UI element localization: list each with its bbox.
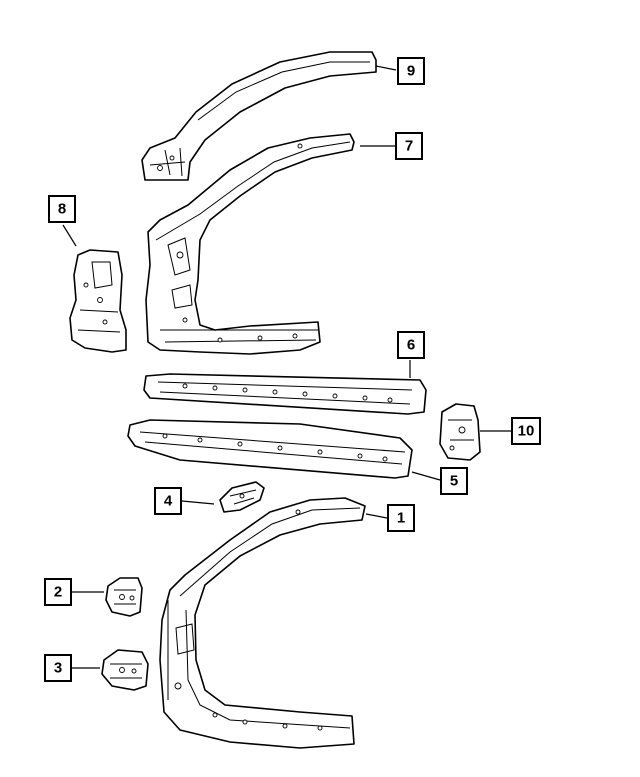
part-2-hinge-bracket [105, 577, 143, 617]
callout-7: 7 [395, 132, 423, 160]
callout-9: 9 [397, 57, 425, 85]
callout-3-label: 3 [54, 660, 62, 677]
leader-1 [365, 513, 388, 519]
part-10-bracket [439, 403, 481, 461]
callout-2-label: 2 [54, 584, 62, 601]
callout-2: 2 [44, 578, 72, 606]
part-8-hinge-pillar-reinforcement [69, 249, 127, 353]
leader-9 [375, 65, 397, 71]
callout-10-label: 10 [518, 423, 535, 440]
callout-1: 1 [387, 504, 415, 532]
part-4-bracket [219, 481, 265, 513]
part-1-body-side-aperture [159, 497, 366, 749]
callout-3: 3 [44, 654, 72, 682]
callout-6-label: 6 [407, 337, 415, 354]
callout-4: 4 [154, 487, 182, 515]
callout-5: 5 [440, 467, 468, 495]
callout-8: 8 [48, 195, 76, 223]
callout-8-label: 8 [58, 201, 66, 218]
part-7-a-pillar-reinforcement [145, 133, 355, 355]
part-5-outer-sill-panel [127, 419, 413, 479]
part-9-roof-rail-reinforcement [141, 51, 377, 181]
callout-6: 6 [397, 331, 425, 359]
part-3-hinge-bracket [101, 649, 149, 691]
callout-4-label: 4 [164, 493, 173, 510]
part-6-sill-reinforcement [143, 373, 427, 415]
callout-5-label: 5 [450, 473, 458, 490]
callout-9-label: 9 [407, 63, 415, 80]
callout-10: 10 [511, 417, 541, 445]
leader-4 [181, 500, 215, 505]
callout-1-label: 1 [397, 510, 405, 527]
leader-5 [411, 471, 441, 481]
callout-7-label: 7 [405, 138, 413, 155]
leader-lines [62, 65, 513, 669]
leader-8 [62, 224, 77, 247]
